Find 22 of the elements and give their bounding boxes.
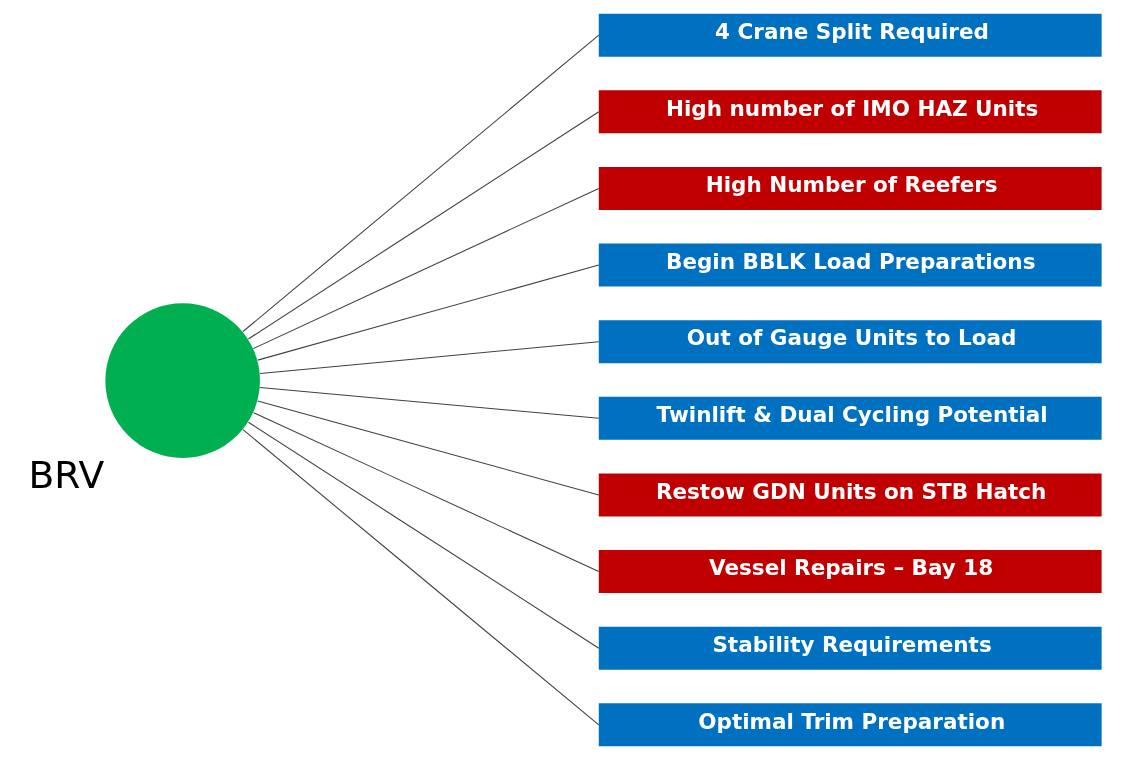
connector (247, 421, 600, 649)
node-box: Stability Requirements (598, 626, 1102, 670)
connector (242, 429, 600, 726)
node-box: High number of IMO HAZ Units (598, 90, 1102, 134)
connector (242, 34, 600, 333)
connector (252, 412, 600, 573)
node-box: Twinlift & Dual Cycling Potential (598, 396, 1102, 440)
connector (252, 187, 600, 350)
node-box: Optimal Trim Preparation (598, 703, 1102, 747)
node-box: Begin BBLK Load Preparations (598, 243, 1102, 287)
connector (259, 387, 600, 419)
node-label: BRV (28, 453, 105, 498)
node-box: High Number of Reefers (598, 166, 1102, 210)
connector (257, 400, 600, 496)
connector (259, 341, 600, 375)
node-box: Out of Gauge Units to Load (598, 320, 1102, 364)
node-box: 4 Crane Split Required (598, 13, 1102, 57)
connector (257, 264, 600, 361)
node-box: Vessel Repairs – Bay 18 (598, 550, 1102, 594)
node-box: Restow GDN Units on STB Hatch (598, 473, 1102, 517)
node-circle (105, 303, 260, 458)
connector (247, 111, 600, 340)
